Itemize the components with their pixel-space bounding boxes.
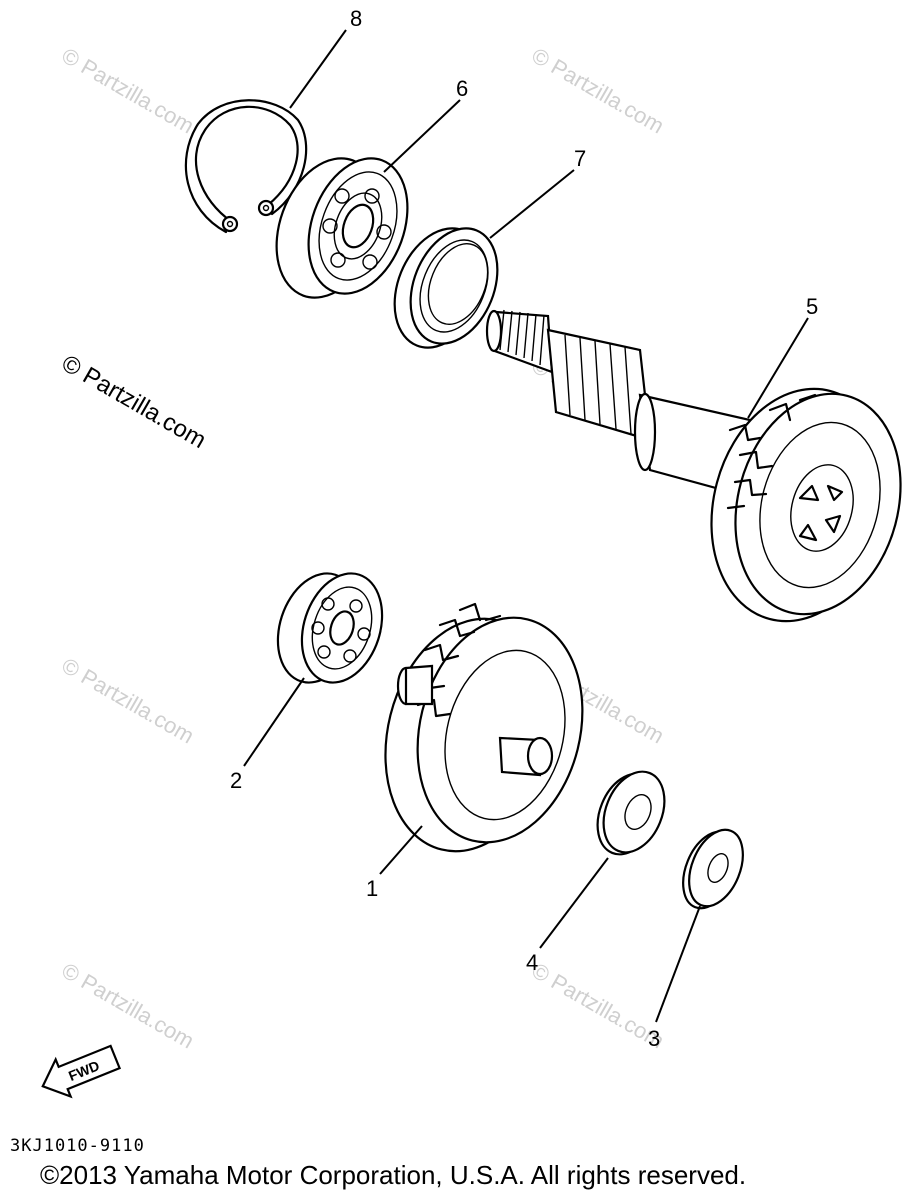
callout-lines — [243, 29, 809, 1023]
watermark: © Partzilla.com — [58, 958, 199, 1054]
callout-2[interactable]: 2 — [230, 768, 242, 793]
leader-8 — [289, 29, 347, 109]
callout-1[interactable]: 1 — [366, 876, 378, 901]
copyright-notice: ©2013 Yamaha Motor Corporation, U.S.A. A… — [40, 1160, 747, 1190]
leader-5 — [747, 317, 809, 419]
watermark: © Partzilla.com — [58, 43, 199, 139]
part-4-washer[interactable] — [586, 763, 675, 864]
fwd-arrow: FWD — [41, 1044, 122, 1099]
watermark: © Partzilla.com — [58, 653, 199, 749]
callout-5[interactable]: 5 — [806, 294, 818, 319]
leader-1 — [379, 825, 423, 875]
callout-numbers: 8 6 7 5 2 1 4 3 — [230, 6, 818, 1051]
callout-6[interactable]: 6 — [456, 76, 468, 101]
leader-3 — [655, 905, 701, 1023]
part-5-gear-shaft[interactable] — [485, 309, 911, 641]
part-1-gear[interactable] — [362, 600, 605, 869]
callout-8[interactable]: 8 — [350, 6, 362, 31]
callout-3[interactable]: 3 — [648, 1026, 660, 1051]
leader-7 — [489, 169, 575, 239]
part-6-bearing[interactable] — [258, 144, 425, 312]
fwd-arrow-icon — [41, 1044, 122, 1099]
diagram-code: 3KJ1010-9110 — [10, 1136, 145, 1156]
part-7-oil-seal[interactable] — [378, 215, 514, 361]
part-3-washer[interactable] — [673, 822, 753, 916]
watermark-dark: © Partzilla.com — [57, 350, 211, 454]
leader-2 — [243, 677, 305, 767]
leader-6 — [383, 99, 461, 173]
callout-7[interactable]: 7 — [574, 146, 586, 171]
part-2-bearing[interactable] — [265, 563, 396, 693]
callout-4[interactable]: 4 — [526, 950, 538, 975]
watermark: © Partzilla.com — [528, 43, 669, 139]
leader-4 — [539, 857, 609, 949]
part-8-circlip[interactable] — [184, 99, 308, 234]
